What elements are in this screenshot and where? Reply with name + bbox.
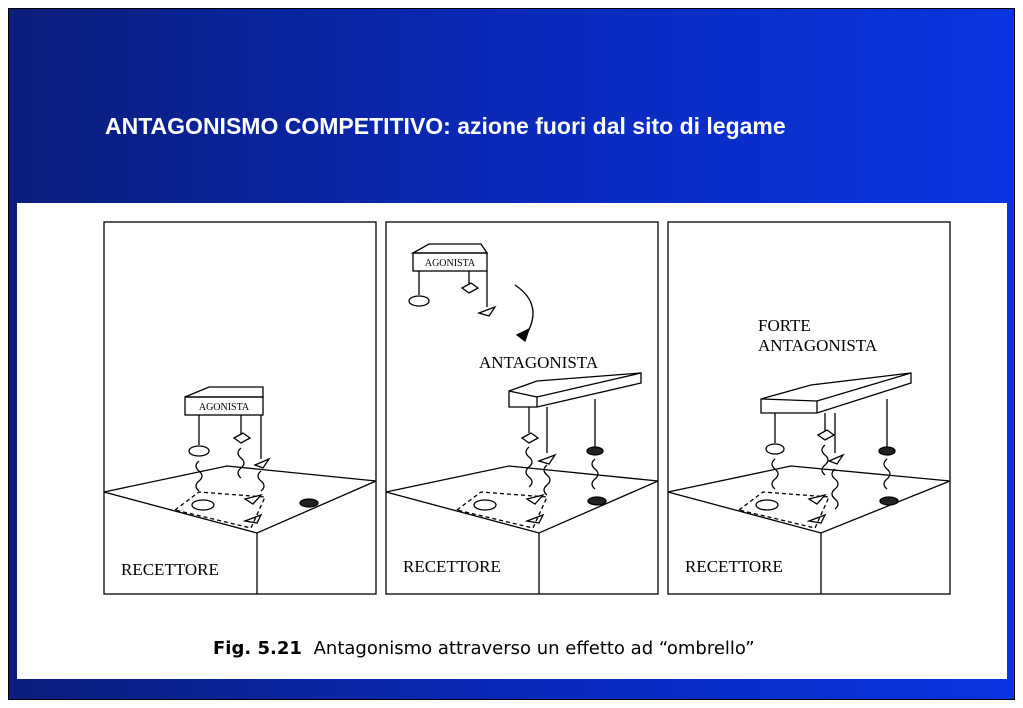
panel-3-label-line1: FORTE [758,316,811,335]
panel-2-bond-1 [525,446,533,488]
panel-2-receptor-label: RECETTORE [403,557,501,576]
panel-3-antagonist-triangle [827,453,845,465]
panel-1-agonist-box [184,396,264,416]
panel-1-site-triangle-b [242,513,263,524]
panel-2-antagonist-dark-oval [586,446,604,456]
panel-3-receptor-label: RECETTORE [685,557,783,576]
panel-3-receptor-top-front [667,480,951,534]
figure-panel: RECETTORE AGONISTA [17,203,1007,679]
panel-2-receptor-top-back [385,465,659,493]
umbrella-antagonism-figure: RECETTORE AGONISTA [103,221,951,659]
panel-1-site-dark-oval [299,498,319,508]
panel-1-frame [103,221,377,595]
panel-2-site-circle [473,499,497,511]
panel-3-receptor-top-back [667,465,951,493]
panel-2-frame [385,221,659,595]
panel-2-agonist-roof [410,243,489,254]
panel-2-antagonist-block [508,372,642,408]
panel-1-agonist-roof [184,386,264,398]
panel-1: RECETTORE AGONISTA [103,221,377,595]
panel-3-antagonist-dark-oval [878,446,896,456]
figure-caption-prefix: Fig. 5.21 [213,638,302,659]
panel-2-bond-2 [543,464,551,496]
panel-2-binding-site [455,491,548,529]
panel-3-site-triangle-a [807,493,827,505]
panel-2-antagonist-label: ANTAGONISTA [479,353,599,372]
panel-1-receptor-label: RECETTORE [121,560,219,579]
panel-2-agonist-circle [408,295,430,307]
panel-2-agonist-triangle [476,305,497,317]
panel-2-agonist-box [412,252,488,272]
panel-3-bond-1 [771,458,779,490]
panel-3: RECETTORE FORTE ANTAGONISTA [667,221,951,595]
panel-3-bond-4 [883,458,891,490]
panel-3-binding-site [737,491,830,529]
panel-3-site-dark-oval [879,496,899,506]
panel-3-site-triangle-b [806,513,827,524]
panel-1-site-circle [191,499,215,511]
panel-1-site-triangle-a [243,493,263,505]
panel-3-frame [667,221,951,595]
panel-1-bond-3 [257,470,265,492]
slide: ANTAGONISMO COMPETITIVO: azione fuori da… [8,8,1015,700]
panel-1-bond-1 [195,460,203,492]
panel-2-agonist-diamond [460,282,480,294]
panel-2-antagonist-diamond [520,432,540,444]
panel-3-strong-antagonist-block [760,372,912,414]
panel-2-site-triangle-b [524,513,545,524]
panel-1-agonist-triangle [253,457,271,469]
panel-2-curved-arrow [514,284,534,338]
panel-3-bond-3 [831,468,839,510]
panel-3-bond-2 [821,444,829,476]
panel-3-antagonist-circle [765,443,785,455]
panel-3-site-circle [755,499,779,511]
panel-2-agonist-label: AGONISTA [425,258,476,269]
panel-3-label-line2: ANTAGONISTA [758,336,878,355]
panel-2-bond-3 [591,458,599,490]
panel-1-bond-2 [237,447,245,479]
figure-caption-text: Antagonismo attraverso un effetto ad “om… [314,638,755,659]
figure-caption: Fig. 5.21 Antagonismo attraverso un effe… [213,638,755,659]
panel-1-agonist-label: AGONISTA [199,402,250,413]
panel-1-receptor-top-back [103,465,377,493]
slide-title: ANTAGONISMO COMPETITIVO: azione fuori da… [105,113,786,139]
panel-1-agonist-diamond [232,432,252,444]
panel-1-binding-site [173,491,266,529]
panel-1-agonist-circle [188,445,210,457]
panel-2-antagonist-triangle [536,453,557,465]
panel-3-antagonist-diamond [816,429,836,441]
panel-2-site-triangle-a [525,493,545,505]
panel-2-arrow-head [515,327,531,343]
panel-2: RECETTORE AGONISTA ANTAGONISTA [385,221,659,595]
panel-2-site-dark-oval [587,496,607,506]
